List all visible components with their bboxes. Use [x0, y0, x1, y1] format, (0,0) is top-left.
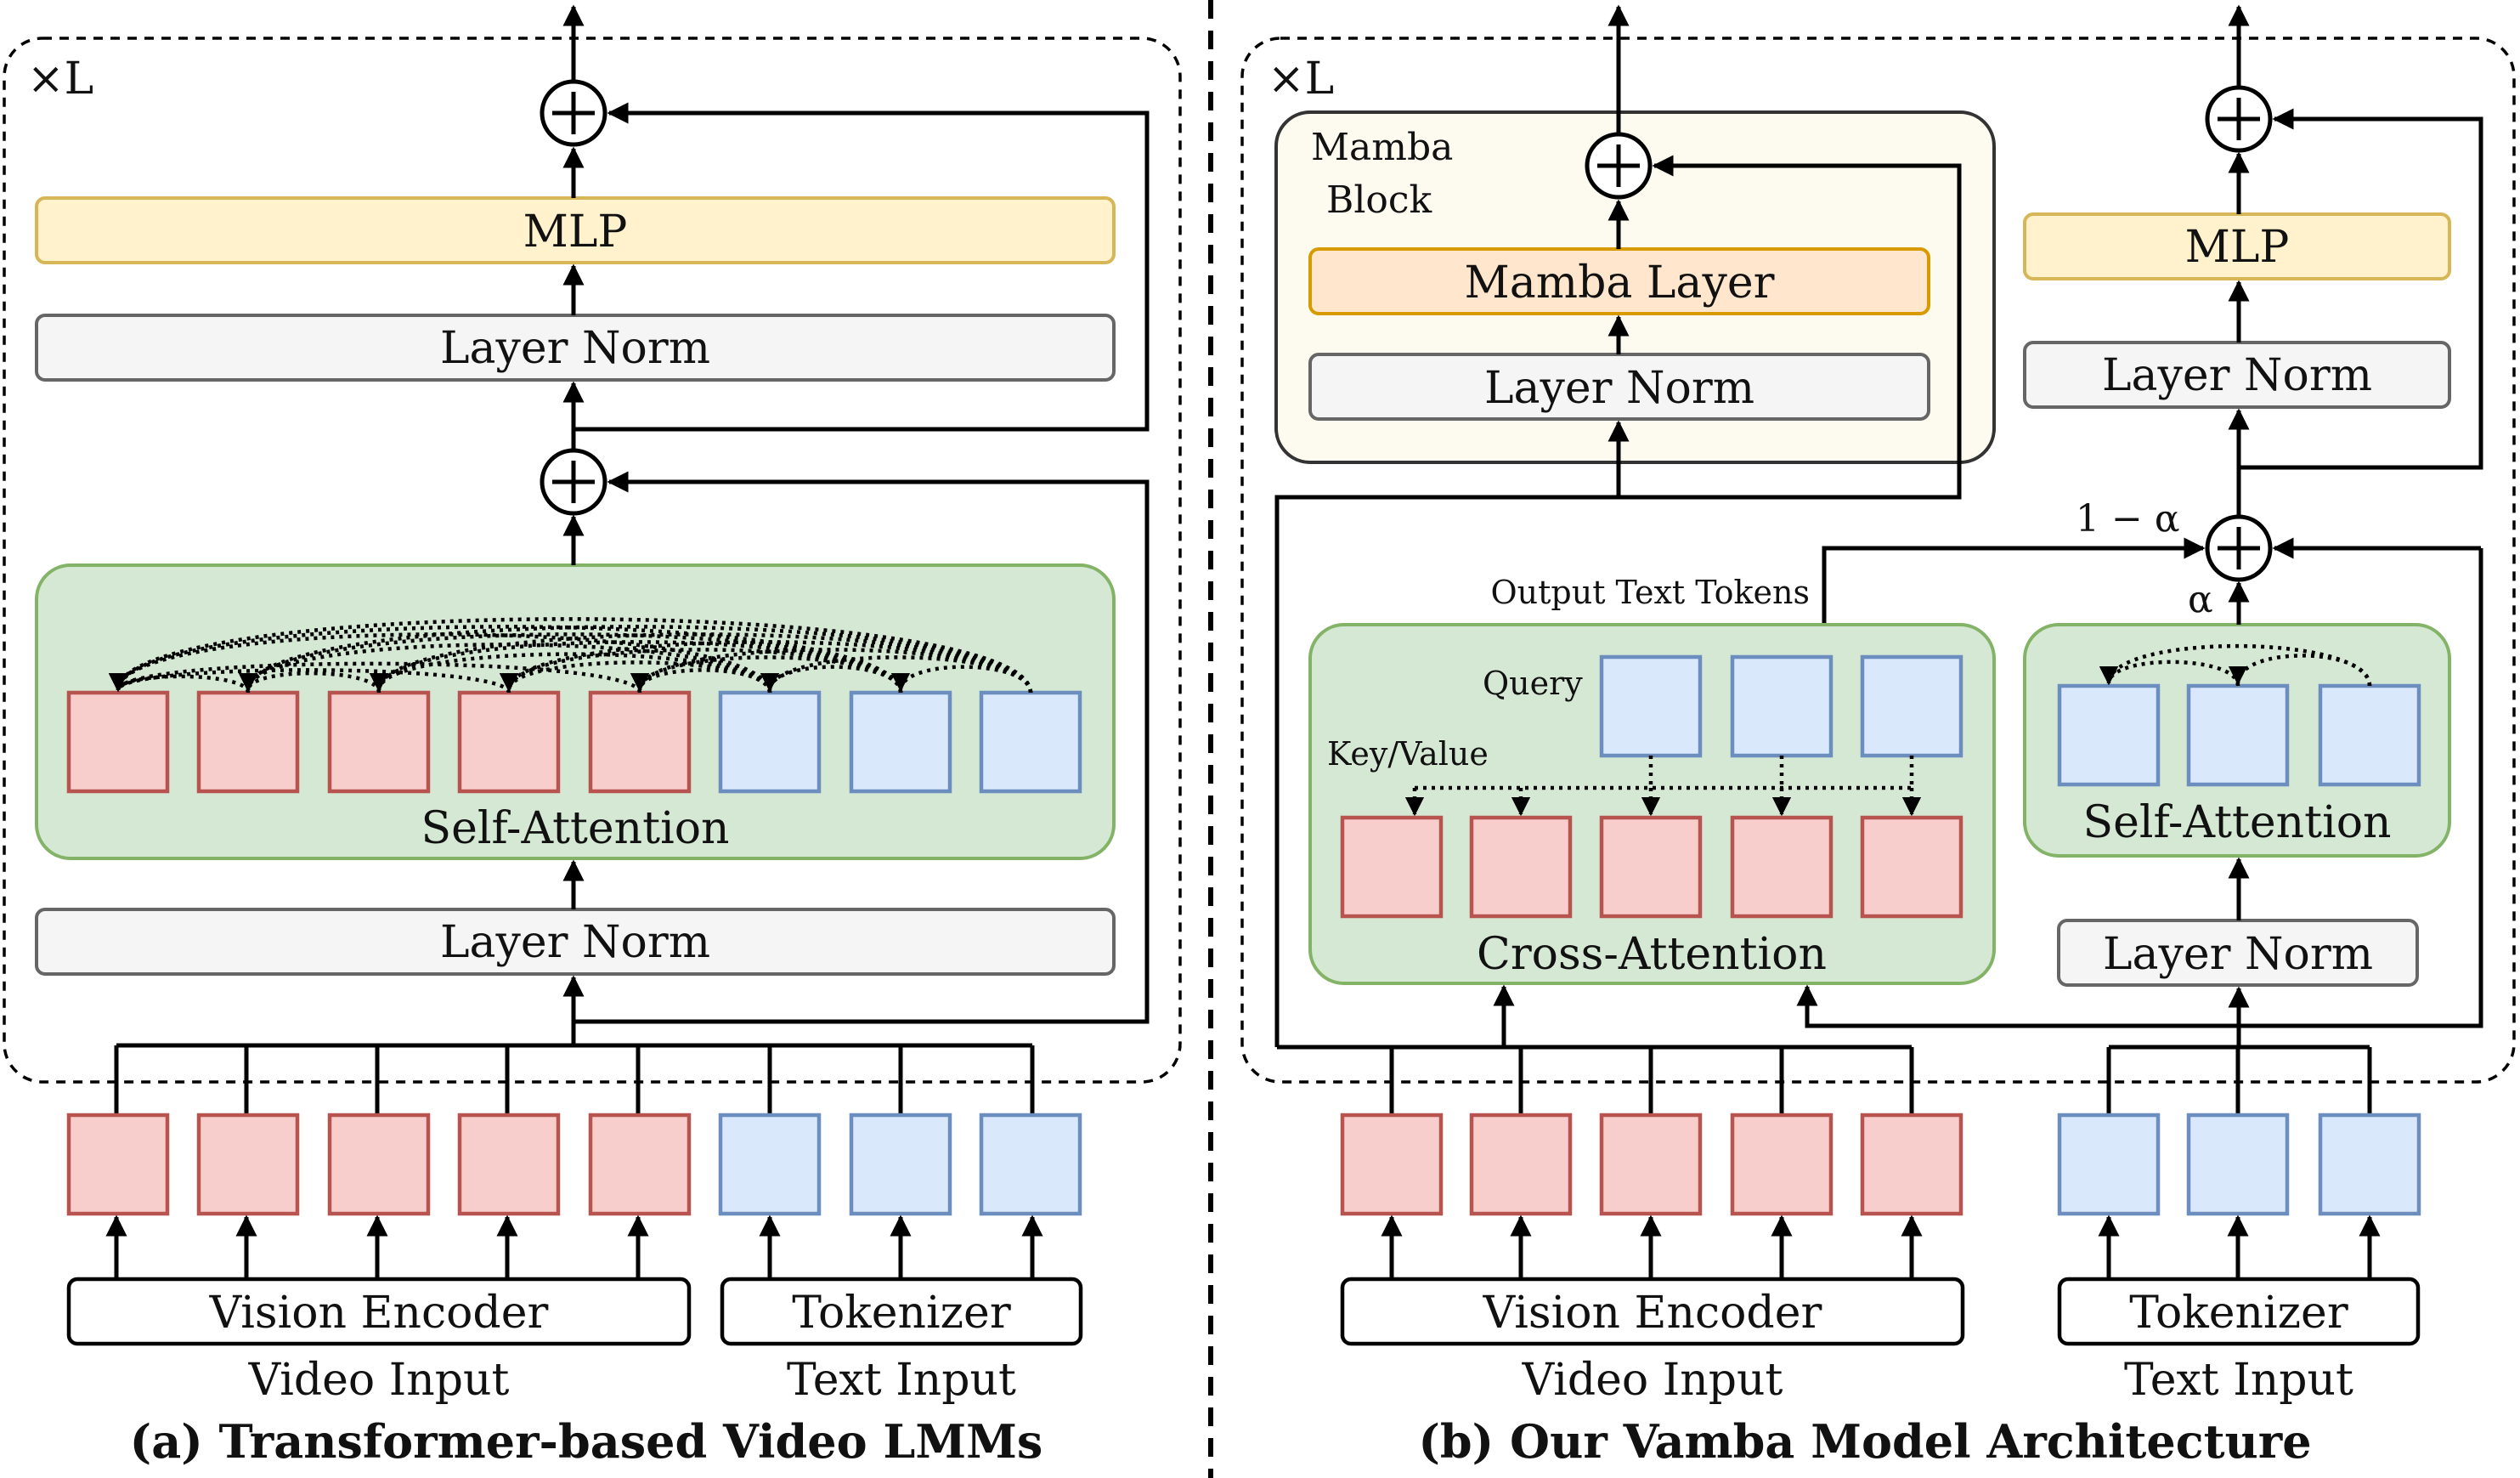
sa-text-token-b [2318, 683, 2421, 787]
tokenizer-label-b: Tokenizer [2129, 1288, 2348, 1339]
input-text-token-b [2318, 1113, 2421, 1216]
key-value-label: Key/Value [1327, 735, 1489, 773]
input-vision-token-b [1469, 1113, 1573, 1216]
mamba-block-label-line1: Mamba [1311, 126, 1453, 169]
mamba-layer-label: Mamba Layer [1465, 258, 1775, 309]
input-vision-token-b [1340, 1113, 1444, 1216]
attn-text-token [718, 690, 822, 794]
attn-vision-token [66, 690, 170, 794]
text-input-label-b: Text Input [2124, 1355, 2353, 1406]
layer-norm-sa-label-b: Layer Norm [2103, 929, 2373, 980]
query-token [1860, 654, 1963, 758]
mlp-label-b: MLP [2185, 222, 2290, 273]
input-vision-token [327, 1113, 431, 1216]
sa-text-token-b [2186, 683, 2290, 787]
repeat-frame-b [1240, 37, 2516, 1084]
query-token [1730, 654, 1833, 758]
self-attention-arcs-a [108, 617, 1033, 694]
panel-a: ×L MLP Layer Norm Self-Attention [3, 4, 1182, 1469]
vision-encoder-a [66, 1277, 692, 1346]
layer-norm-mamba-label: Layer Norm [1484, 363, 1754, 414]
one-minus-alpha-label: 1 − α [2076, 497, 2180, 541]
input-text-token-b [2186, 1113, 2290, 1216]
tokenizer-a [720, 1277, 1083, 1346]
input-text-token [718, 1113, 822, 1216]
attn-vision-token [588, 690, 692, 794]
mamba-block-label-line2: Block [1326, 178, 1432, 222]
layer-norm-bottom-label-a: Layer Norm [440, 917, 710, 968]
input-text-token [979, 1113, 1082, 1216]
kv-vision-token [1469, 815, 1573, 919]
attn-vision-token [196, 690, 300, 794]
self-attention-arcs-b [2099, 643, 2372, 687]
layer-norm-top-label-a: Layer Norm [440, 323, 710, 374]
tokenizer-b [2057, 1277, 2421, 1346]
vision-encoder-label-b: Vision Encoder [1483, 1288, 1822, 1339]
query-label: Query [1483, 665, 1583, 702]
input-vision-token [66, 1113, 170, 1216]
text-input-label-a: Text Input [787, 1355, 1016, 1406]
attn-text-token [849, 690, 952, 794]
caption-a: (a) Transformer-based Video LMMs [130, 1414, 1043, 1469]
attn-vision-token [457, 690, 561, 794]
kv-vision-token [1730, 815, 1833, 919]
input-text-token [849, 1113, 952, 1216]
layer-norm-mlp-label-b: Layer Norm [2102, 350, 2372, 401]
repeat-frame-a [3, 37, 1182, 1084]
input-text-token-b [2057, 1113, 2161, 1216]
repeat-label-b: ×L [1268, 54, 1334, 105]
self-attention-label-b: Self-Attention [2082, 797, 2391, 848]
input-vision-token [457, 1113, 561, 1216]
caption-b: (b) Our Vamba Model Architecture [1418, 1414, 2311, 1469]
tokenizer-label-a: Tokenizer [792, 1288, 1011, 1339]
vision-encoder-b [1340, 1277, 1965, 1346]
input-vision-token-b [1599, 1113, 1703, 1216]
kv-vision-token [1340, 815, 1444, 919]
panel-b: ×L Mamba Block Mamba Layer Layer Norm ML… [1240, 4, 2516, 1469]
cross-attention-links [1404, 756, 1922, 817]
sa-text-token-b [2057, 683, 2161, 787]
input-vision-token-b [1730, 1113, 1833, 1216]
repeat-label-a: ×L [27, 54, 93, 105]
mlp-label-a: MLP [523, 207, 628, 258]
cross-attention-label: Cross-Attention [1477, 929, 1827, 980]
kv-vision-token [1599, 815, 1703, 919]
attn-vision-token [327, 690, 431, 794]
input-vision-token [196, 1113, 300, 1216]
input-vision-token [588, 1113, 692, 1216]
output-text-tokens-label: Output Text Tokens [1491, 574, 1810, 611]
self-attention-label-a: Self-Attention [421, 803, 729, 854]
kv-vision-token [1860, 815, 1963, 919]
vision-encoder-label-a: Vision Encoder [209, 1288, 549, 1339]
video-input-label-a: Video Input [248, 1355, 510, 1406]
attn-text-token [979, 690, 1082, 794]
video-input-label-b: Video Input [1522, 1355, 1783, 1406]
input-vision-token-b [1860, 1113, 1963, 1216]
alpha-label: α [2188, 578, 2213, 621]
query-token [1599, 654, 1703, 758]
